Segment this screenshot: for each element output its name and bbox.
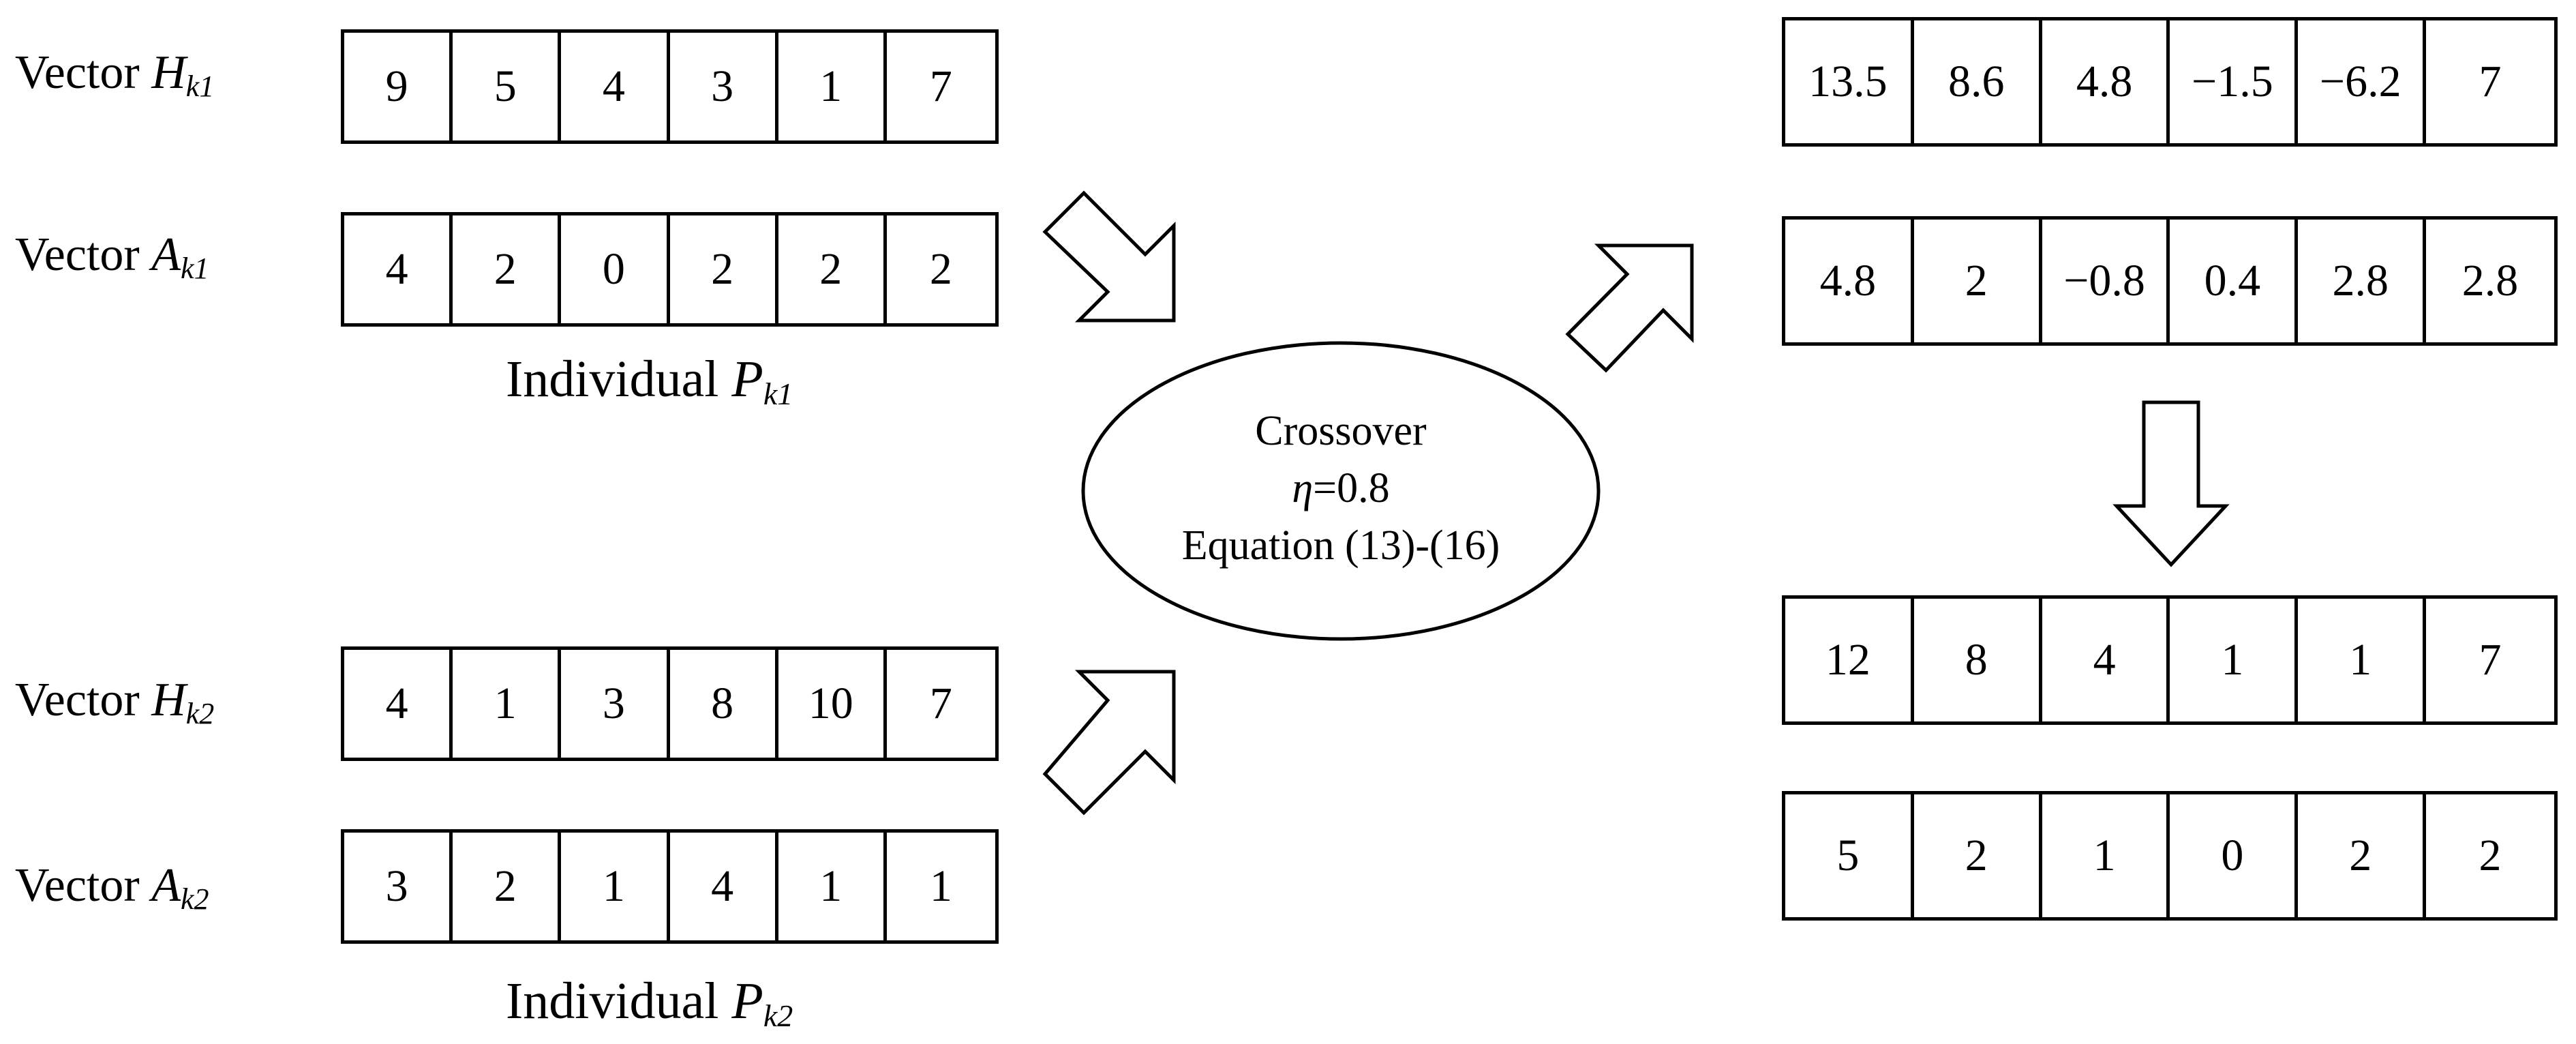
vector-cell: 1 — [778, 833, 887, 940]
vector-cell: 3 — [670, 33, 778, 140]
vector-cell: 1 — [929, 861, 952, 911]
arrow-individual-1-to-crossover — [1042, 190, 1176, 323]
vector-cell: −6.2 — [2298, 20, 2427, 143]
vector-cell: 4 — [670, 833, 778, 940]
rounded-result-row-1: 12 8 4 1 1 7 — [1782, 595, 2558, 725]
arrow-individual-2-to-crossover — [1042, 670, 1176, 816]
vector-cell: 12 — [1785, 599, 1914, 721]
vector-cell: 7 — [2479, 57, 2502, 106]
rounded-result-row-2: 5 2 1 0 2 2 — [1782, 791, 2558, 921]
vector-cell: 4 — [344, 215, 453, 323]
vector-cell: 1 — [2298, 599, 2427, 721]
vector-cell: 2 — [1914, 220, 2042, 342]
crossover-label: Crossover η=0.8 Equation (13)-(16) — [1082, 402, 1600, 574]
vector-h-k1: 9 5 4 3 1 7 — [341, 29, 999, 144]
crossover-result-row-1: 13.5 8.6 4.8 −1.5 −6.2 7 — [1782, 17, 2558, 147]
crossover-ellipse — [1081, 341, 1601, 641]
vector-cell: 2 — [453, 215, 562, 323]
vector-h-k2: 4 1 3 8 10 7 — [341, 646, 999, 761]
vector-a-k2: 3 2 1 4 1 1 — [341, 829, 999, 944]
vector-a-k1-label: Vector Ak1 — [15, 228, 209, 285]
vector-cell: −0.8 — [2042, 220, 2170, 342]
vector-cell: 2 — [670, 215, 778, 323]
vector-cell: 2.8 — [2461, 256, 2519, 305]
vector-cell: 5 — [453, 33, 562, 140]
vector-cell: 2.8 — [2298, 220, 2427, 342]
vector-cell: 2 — [2298, 794, 2427, 917]
individual-p-k2-caption: Individual Pk2 — [506, 972, 793, 1033]
vector-h-k2-label: Vector Hk2 — [15, 674, 215, 730]
vector-cell: 1 — [561, 833, 670, 940]
vector-cell: 2 — [2479, 831, 2502, 880]
vector-cell: 1 — [453, 650, 562, 758]
vector-cell: −1.5 — [2170, 20, 2299, 143]
vector-cell: 4 — [2042, 599, 2170, 721]
vector-a-k1: 4 2 0 2 2 2 — [341, 212, 999, 327]
vector-cell: 7 — [929, 61, 952, 111]
vector-cell: 7 — [929, 678, 952, 728]
vector-cell: 8 — [1914, 599, 2042, 721]
vector-cell: 1 — [778, 33, 887, 140]
crossover-eta: η=0.8 — [1292, 465, 1390, 511]
vector-cell: 2 — [929, 244, 952, 294]
vector-h-k1-label: Vector Hk1 — [15, 46, 215, 103]
vector-cell: 7 — [2479, 635, 2502, 685]
individual-p-k1-caption: Individual Pk1 — [506, 351, 793, 411]
vector-cell: 2 — [1914, 794, 2042, 917]
vector-cell: 4 — [561, 33, 670, 140]
crossover-result-row-2: 4.8 2 −0.8 0.4 2.8 2.8 — [1782, 216, 2558, 346]
vector-cell: 1 — [2042, 794, 2170, 917]
vector-cell: 8.6 — [1914, 20, 2042, 143]
vector-cell: 0 — [561, 215, 670, 323]
vector-cell: 9 — [344, 33, 453, 140]
vector-cell: 3 — [561, 650, 670, 758]
vector-a-k2-label: Vector Ak2 — [15, 859, 209, 916]
vector-cell: 13.5 — [1785, 20, 1914, 143]
vector-cell: 4.8 — [1785, 220, 1914, 342]
vector-cell: 1 — [2170, 599, 2299, 721]
vector-cell: 4.8 — [2042, 20, 2170, 143]
arrow-rounding-down — [2112, 400, 2230, 567]
vector-cell: 2 — [778, 215, 887, 323]
arrow-crossover-to-result — [1565, 243, 1694, 373]
vector-cell: 0 — [2170, 794, 2299, 917]
vector-cell: 8 — [670, 650, 778, 758]
vector-cell: 4 — [344, 650, 453, 758]
vector-cell: 0.4 — [2170, 220, 2299, 342]
vector-cell: 3 — [344, 833, 453, 940]
crossover-equation: Equation (13)-(16) — [1181, 522, 1500, 569]
vector-cell: 2 — [453, 833, 562, 940]
vector-cell: 5 — [1785, 794, 1914, 917]
vector-cell: 10 — [778, 650, 887, 758]
crossover-title: Crossover — [1255, 408, 1427, 454]
